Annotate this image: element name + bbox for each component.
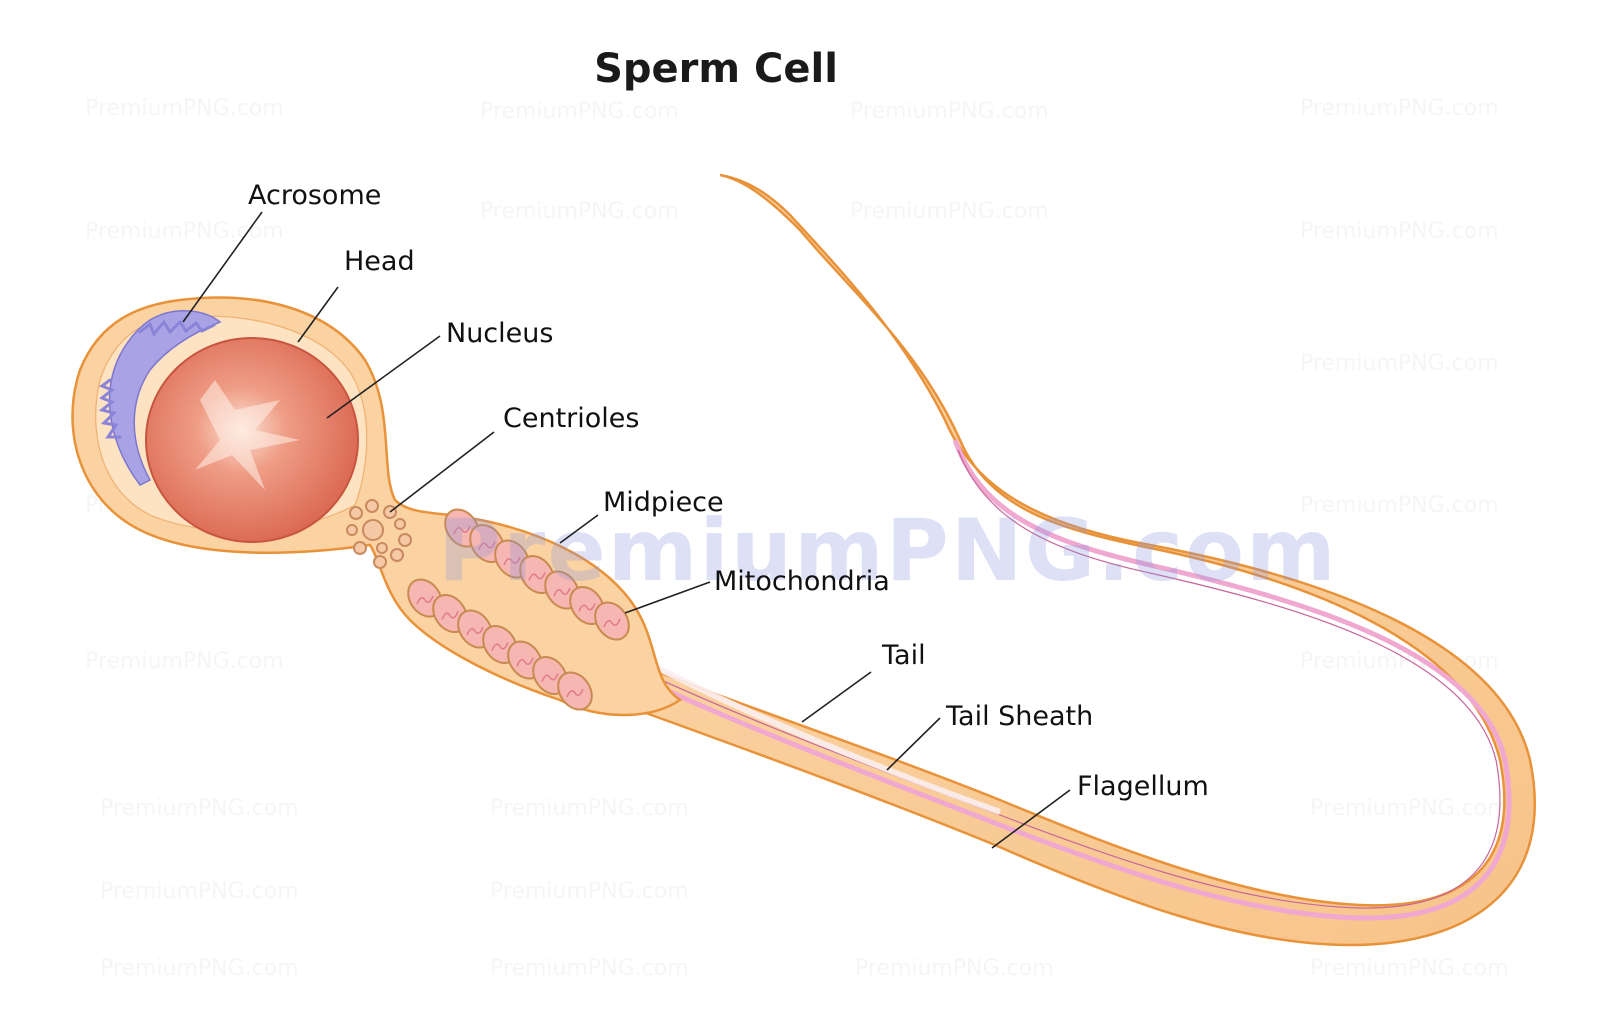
diagram-title: Sperm Cell	[594, 46, 838, 92]
flagellum-core-line	[558, 439, 1512, 921]
mitochondrion-crista	[528, 572, 546, 581]
midpiece-leader-line	[559, 514, 599, 544]
flagellum-leader-line	[991, 789, 1071, 849]
watermark-text: PremiumPNG.com	[850, 99, 1049, 124]
centriole	[376, 542, 388, 554]
mitochondrion-crista	[566, 688, 584, 698]
nucleus-leader-line	[326, 335, 441, 419]
label-midpiece: Midpiece	[603, 487, 724, 518]
centrioles-group	[346, 499, 412, 569]
centriole	[349, 506, 363, 520]
nucleus-highlight	[195, 380, 300, 490]
watermark-text: PremiumPNG.com	[490, 879, 689, 904]
centriole	[394, 518, 406, 530]
watermark-text: PremiumPNG.com	[100, 956, 299, 981]
mitochondrion-crista	[553, 587, 571, 597]
centriole	[353, 541, 367, 555]
mitochondrion-crista	[503, 556, 521, 566]
centrioles-leader-line	[389, 431, 495, 513]
watermark-main: PremiumPNG.com	[438, 501, 1338, 601]
leader-lines	[182, 211, 1071, 849]
watermark-text: PremiumPNG.com	[85, 96, 284, 121]
mitochondria-upper-row	[444, 508, 630, 641]
mitochondrion	[594, 601, 630, 641]
tail-sheath-leader-line	[886, 717, 941, 771]
watermark-text: PremiumPNG.com	[490, 796, 689, 821]
watermark-text: PremiumPNG.com	[100, 879, 299, 904]
mitochondria-leader-line	[624, 581, 711, 614]
label-head: Head	[344, 246, 415, 277]
mitochondrion	[557, 671, 593, 711]
head-leader-line	[297, 286, 339, 343]
watermark-text: PremiumPNG.com	[1300, 219, 1499, 244]
label-tail: Tail	[881, 640, 926, 671]
label-tail-sheath: Tail Sheath	[945, 701, 1093, 732]
mitochondrion-crista	[453, 525, 471, 535]
centriole	[365, 499, 379, 513]
tail-leader-line	[801, 671, 872, 723]
watermark-text: PremiumPNG.com	[100, 796, 299, 821]
watermark-text: PremiumPNG.com	[480, 199, 679, 224]
mitochondrion-crista	[516, 657, 534, 667]
watermark-text: PremiumPNG.com	[490, 956, 689, 981]
mitochondrion-crista	[603, 618, 621, 628]
mitochondrion-crista	[491, 642, 509, 651]
label-mitochondria: Mitochondria	[714, 566, 890, 597]
mitochondrion-crista	[416, 595, 434, 605]
label-nucleus: Nucleus	[446, 318, 553, 349]
watermark-text: PremiumPNG.com	[1310, 956, 1509, 981]
label-flagellum: Flagellum	[1077, 771, 1209, 802]
part-labels: Acrosome Head Nucleus Centrioles Midpiec…	[248, 180, 1209, 802]
centriole	[390, 548, 404, 562]
watermark-text: PremiumPNG.com	[85, 649, 284, 674]
acrosome-leader-line	[182, 211, 263, 323]
mitochondrion-crista	[478, 541, 496, 550]
mitochondria-group	[407, 508, 630, 711]
mitochondrion-crista	[541, 673, 559, 682]
label-acrosome: Acrosome	[248, 180, 381, 211]
watermark-text: PremiumPNG.com	[1310, 796, 1509, 821]
watermark-text: PremiumPNG.com	[480, 99, 679, 124]
centriole	[373, 555, 387, 569]
watermark-text: PremiumPNG.com	[855, 956, 1054, 981]
mitochondrion-crista	[578, 603, 596, 612]
centriole	[362, 519, 384, 541]
mitochondrion-crista	[466, 626, 484, 636]
mitochondrion-crista	[441, 611, 459, 620]
centriole	[398, 533, 412, 547]
mitochondria-lower-row	[407, 578, 593, 711]
watermark-text: PremiumPNG.com	[1300, 96, 1499, 121]
acrosome-shape	[108, 309, 222, 486]
acrosome-fringe	[98, 319, 216, 439]
watermark-text: PremiumPNG.com	[1300, 351, 1499, 376]
label-centrioles: Centrioles	[503, 403, 639, 434]
centriole	[346, 524, 358, 536]
watermark-text: PremiumPNG.com	[850, 199, 1049, 224]
tail-structure	[468, 173, 1536, 947]
